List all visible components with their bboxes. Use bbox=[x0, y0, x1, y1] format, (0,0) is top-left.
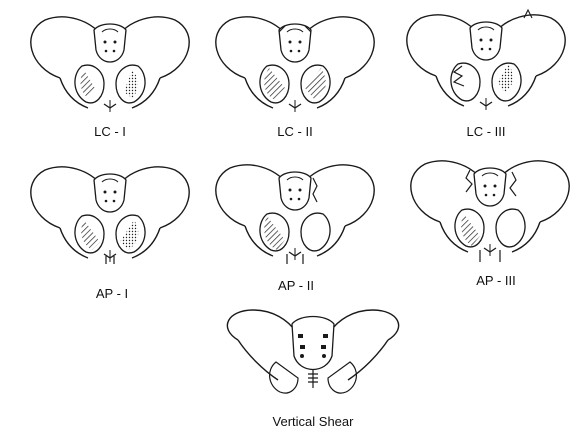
caption-ap2: AP - II bbox=[246, 278, 346, 293]
pelvis-ap2-diagram bbox=[205, 156, 385, 274]
pelvis-vertical-shear-diagram bbox=[218, 300, 408, 400]
pelvis-ap1-diagram bbox=[20, 158, 200, 273]
caption-lc2: LC - II bbox=[245, 124, 345, 139]
pelvis-lc3-diagram bbox=[396, 2, 576, 118]
caption-lc1: LC - I bbox=[60, 124, 160, 139]
pelvis-lc2-diagram bbox=[205, 8, 385, 118]
caption-ap3: AP - III bbox=[446, 273, 546, 288]
pelvis-ap3-diagram bbox=[400, 152, 580, 270]
pelvis-lc1-diagram bbox=[20, 8, 200, 118]
caption-lc3: LC - III bbox=[436, 124, 536, 139]
caption-vertical-shear: Vertical Shear bbox=[248, 414, 378, 429]
caption-ap1: AP - I bbox=[62, 286, 162, 301]
